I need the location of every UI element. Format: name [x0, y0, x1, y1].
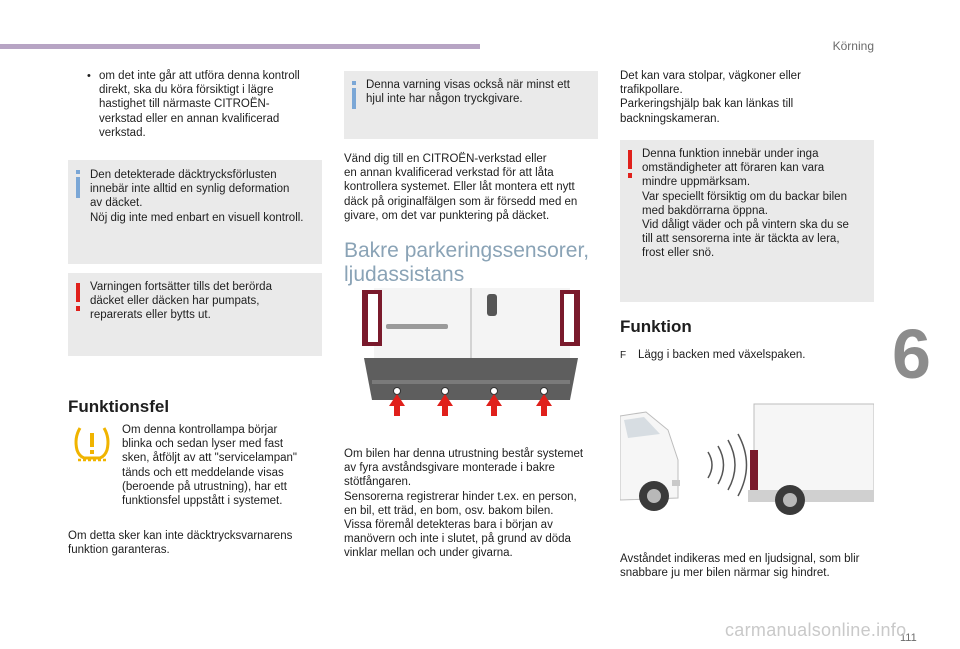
warning-icon [628, 150, 632, 178]
chapter-tab: 6 [884, 312, 960, 397]
system-description-text: Om bilen har denna utrustning består sys… [344, 448, 584, 560]
info-box: Den detekterade däcktrycksförlusten inne… [68, 160, 322, 264]
section-heading-funktionsfel: Funktionsfel [68, 397, 170, 416]
info-text-2: Denna varning visas också när minst ett … [366, 79, 570, 106]
step-marker-icon: F [620, 350, 627, 361]
step-text: Lägg i backen med växelspaken. [638, 349, 806, 361]
bullet-dot: • [87, 70, 91, 82]
fault-text: Om denna kontrollampa börjar blinka och … [122, 424, 297, 508]
section-heading-funktion: Funktion [620, 317, 692, 336]
watermark: carmanualsonline.info [725, 620, 907, 640]
signal-text: Avståndet indikeras med en ljudsignal, s… [620, 553, 860, 580]
info-text: Den detekterade däcktrycksförlusten inne… [90, 169, 304, 224]
warning-text-2: Denna funktion innebär under inga omstän… [642, 148, 849, 260]
info-icon [352, 81, 356, 109]
header-bar [0, 44, 480, 49]
info-box-2: Denna varning visas också när minst ett … [344, 71, 598, 139]
rear-bumper-sensor-figure [344, 288, 598, 420]
page-number: 111 [900, 632, 917, 644]
section-label: Körning [832, 39, 874, 53]
section-title-parking-sensors: Bakre parkeringssensorer, ljudassistans [344, 239, 590, 286]
workshop-text: Vänd dig till en CITROËN-verkstad eller … [344, 153, 578, 222]
bullet-text: om det inte går att utföra denna kontrol… [99, 70, 300, 139]
info-icon [76, 170, 80, 198]
obstacle-text: Det kan vara stolpar, vägkoner eller tra… [620, 70, 801, 125]
warning-box-2: Denna funktion innebär under inga omstän… [620, 140, 874, 302]
warning-text: Varningen fortsätter tills det berörda d… [90, 281, 272, 322]
rear-bumper-illustration [362, 288, 580, 416]
warning-box: Varningen fortsätter tills det berörda d… [68, 273, 322, 356]
reversing-van-figure [620, 400, 874, 530]
warning-icon [76, 283, 80, 311]
footer-text: Om detta sker kan inte däcktrycksvarnare… [68, 530, 293, 557]
reversing-illustration [620, 403, 874, 515]
tpms-warning-lamp-icon [74, 427, 110, 462]
chapter-number: 6 [892, 315, 931, 393]
